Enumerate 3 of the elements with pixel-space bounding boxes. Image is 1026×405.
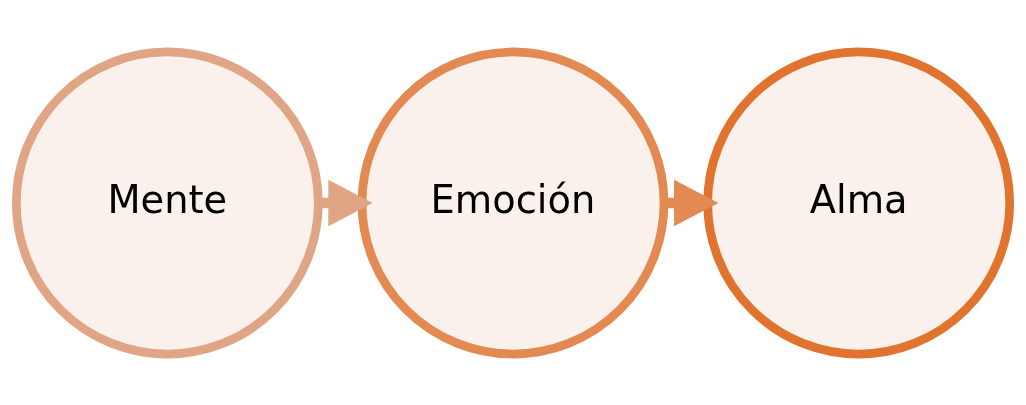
node-circle: Mente	[11, 47, 323, 358]
node-circle: Emoción	[357, 47, 669, 358]
node-circle: Alma	[703, 47, 1015, 358]
